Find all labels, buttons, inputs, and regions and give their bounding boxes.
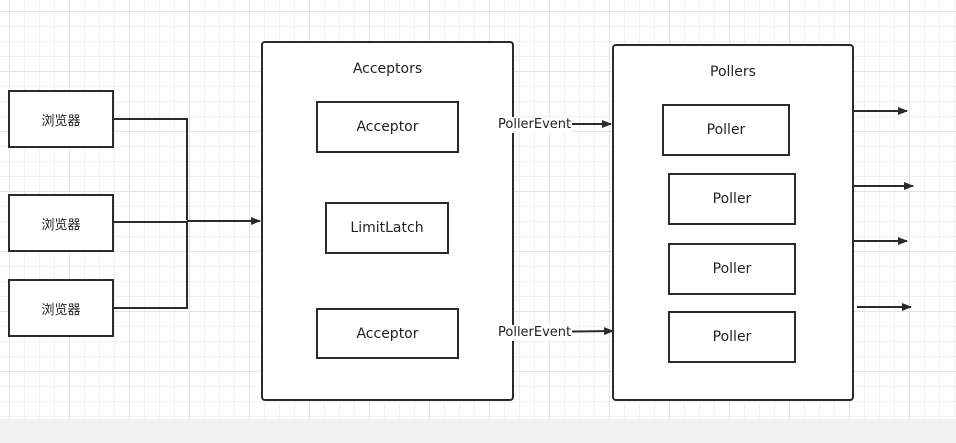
footer-strip xyxy=(0,419,956,443)
poller-box-2: Poller xyxy=(668,173,796,225)
browser-box-1: 浏览器 xyxy=(8,90,114,148)
poller-box-4: Poller xyxy=(668,311,796,363)
browser-1-connector xyxy=(114,118,188,220)
acceptor-box-top: Acceptor xyxy=(316,101,459,153)
browser-box-2: 浏览器 xyxy=(8,194,114,252)
acceptors-group-title: Acceptors xyxy=(352,61,423,77)
poller-event-label-bottom: PollerEvent xyxy=(497,325,573,341)
browser-box-3: 浏览器 xyxy=(8,279,114,337)
browser-3-connector xyxy=(114,222,188,309)
pollers-group-title: Pollers xyxy=(710,64,756,80)
poller-box-3: Poller xyxy=(668,243,796,295)
acceptor-box-bottom: Acceptor xyxy=(316,308,459,359)
limit-latch-box: LimitLatch xyxy=(325,202,449,254)
poller-event-label-top: PollerEvent xyxy=(497,117,573,133)
poller-box-1: Poller xyxy=(662,104,790,156)
